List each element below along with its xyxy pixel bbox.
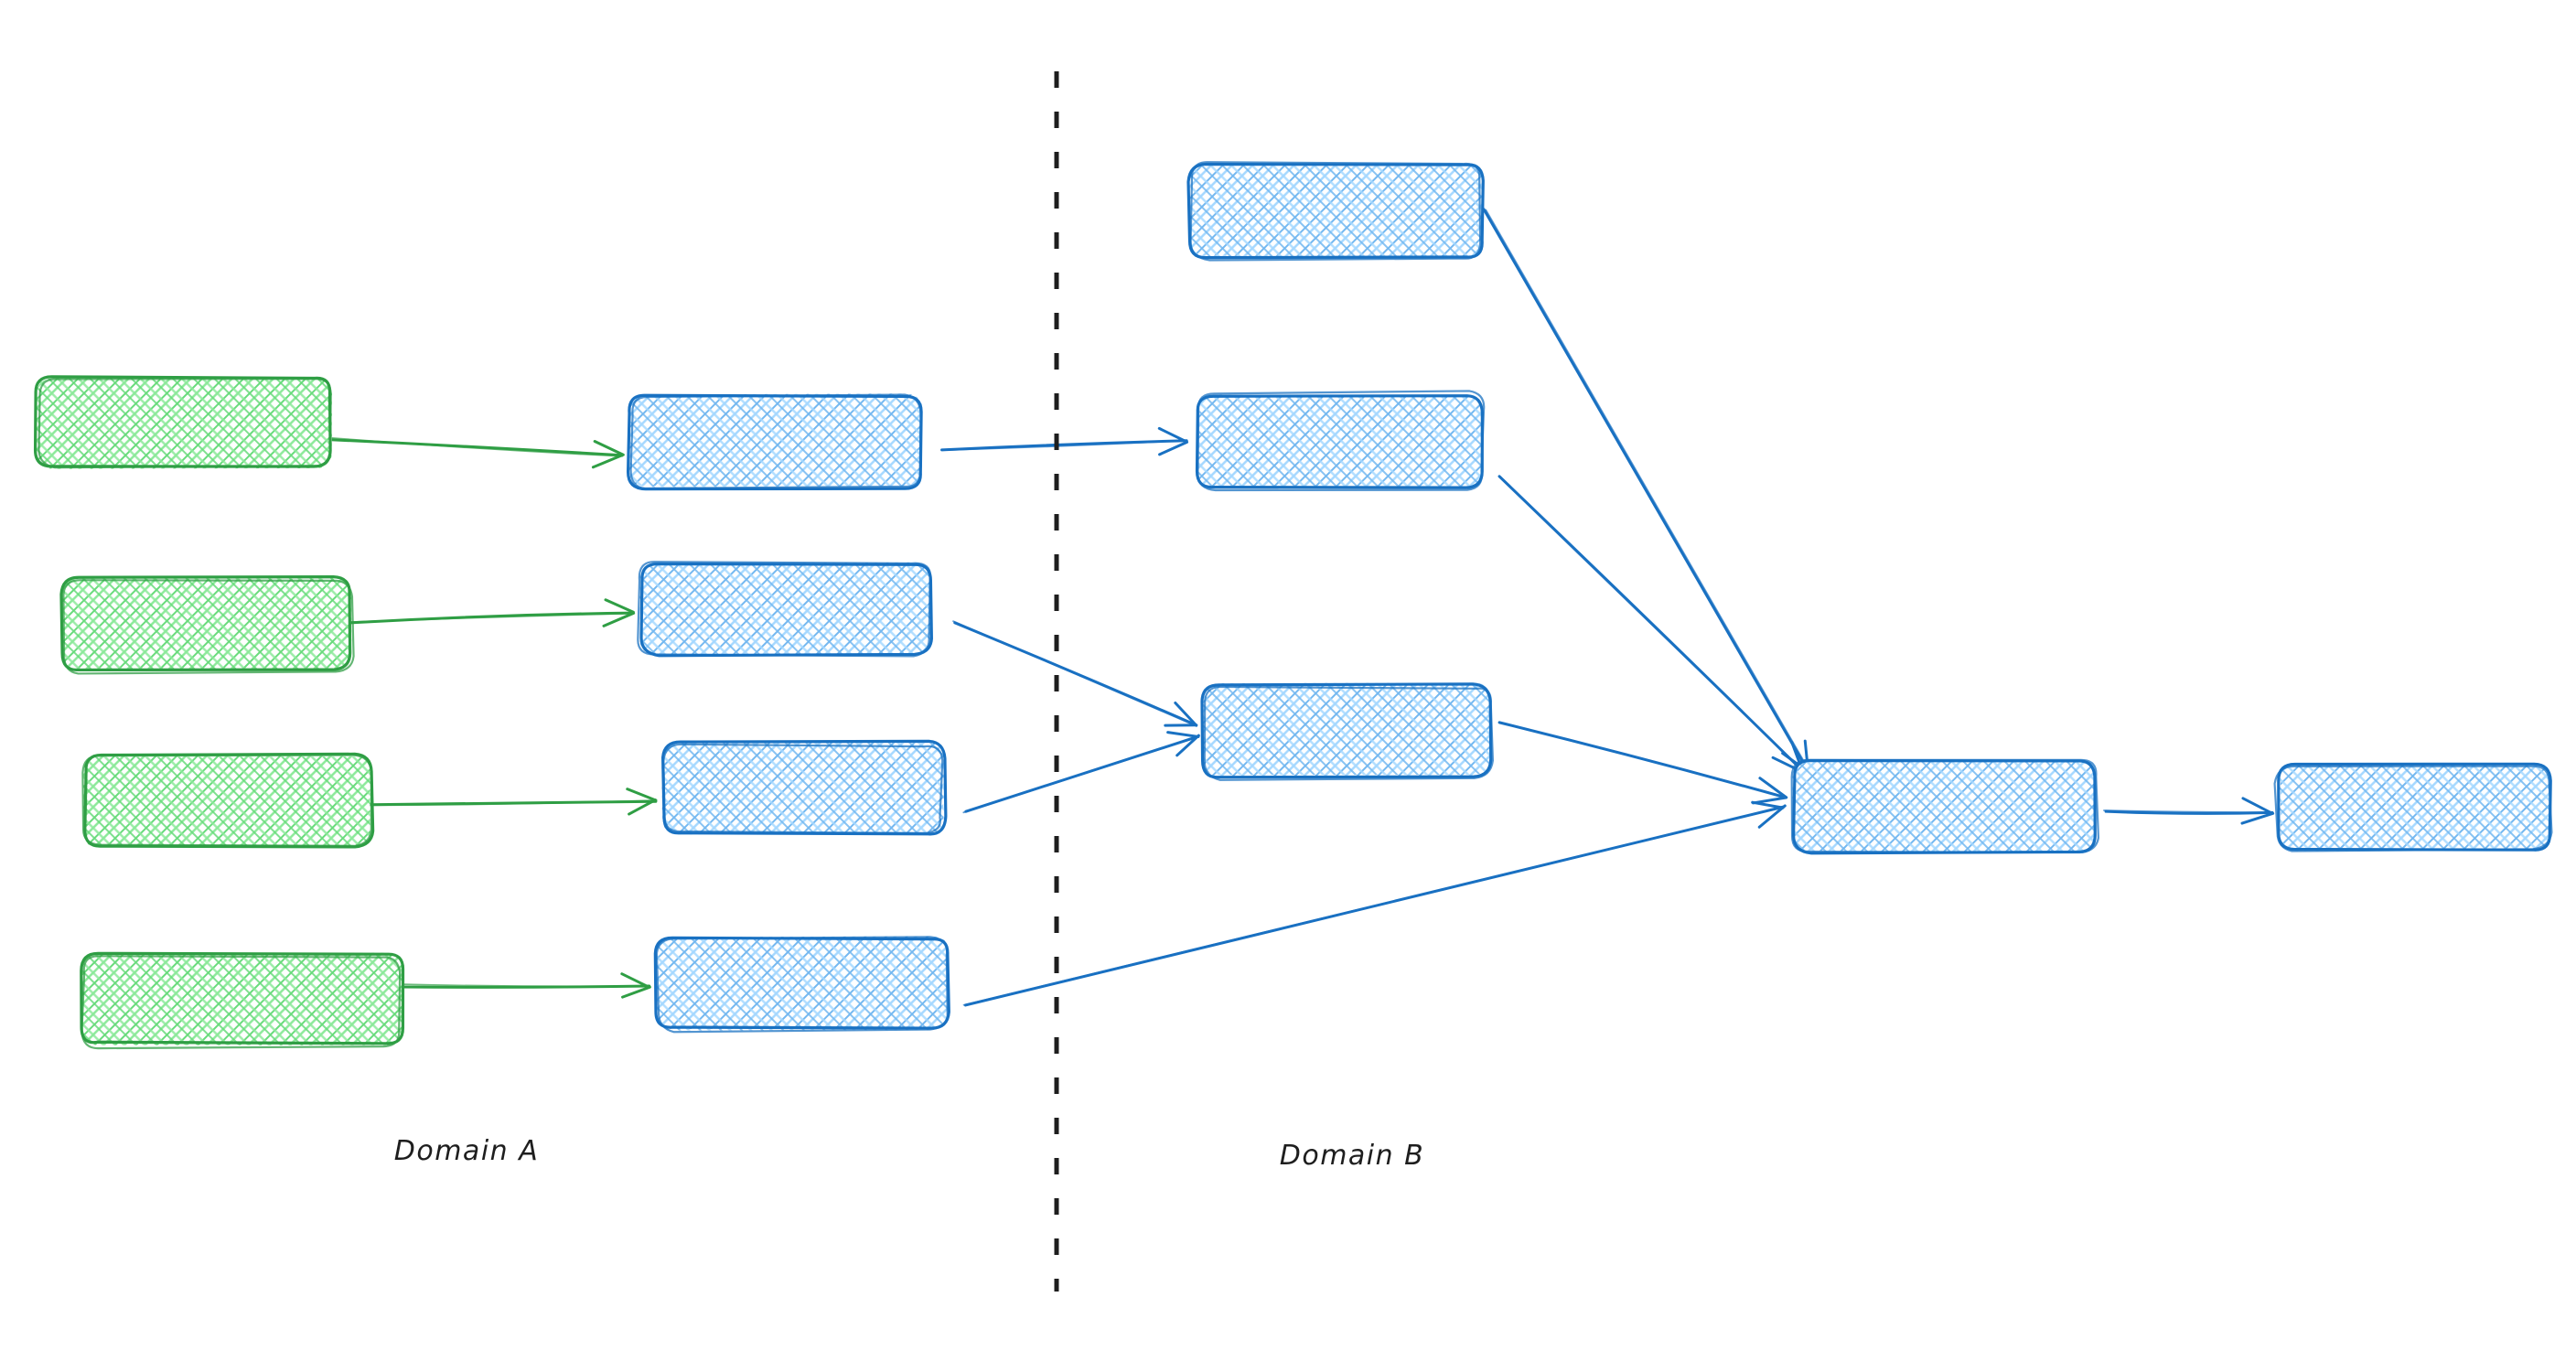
edge-arrowhead-upper	[2240, 811, 2275, 825]
edge-shaft	[2103, 809, 2274, 814]
edge-e4[interactable]	[400, 972, 651, 999]
edge-arrowhead-upper	[1158, 440, 1189, 456]
node-a-source-2[interactable]	[59, 575, 355, 675]
node-b-output[interactable]	[2273, 762, 2553, 852]
edge-e6[interactable]	[952, 620, 1198, 727]
edge-shaft	[348, 612, 635, 623]
domain-a-label: Domain A	[394, 1135, 539, 1167]
edge-arrowhead-upper	[591, 454, 623, 469]
edge-shaft	[952, 620, 1197, 727]
edge-arrowhead-upper	[1175, 734, 1200, 757]
edge-e5[interactable]	[940, 426, 1189, 456]
node-fill-hatch-b	[1792, 760, 2095, 852]
node-fill-hatch-b	[82, 756, 370, 848]
node-fill-hatch-b	[60, 577, 352, 670]
node-fill-hatch-b	[35, 377, 331, 468]
node-fill-hatch-b	[1198, 394, 1482, 488]
edge-e8[interactable]	[962, 800, 1787, 1007]
node-fill-hatch-b	[629, 394, 922, 488]
node-fill-hatch-b	[639, 563, 931, 656]
edge-shaft	[1498, 722, 1787, 799]
node-fill-hatch-b	[81, 953, 403, 1045]
node-a-proc-4[interactable]	[653, 936, 950, 1034]
edge-e11[interactable]	[1497, 721, 1788, 805]
node-fill-hatch-b	[2279, 764, 2550, 851]
edge-arrowhead-upper	[1757, 804, 1787, 829]
node-a-source-4[interactable]	[80, 951, 405, 1050]
node-outline	[1197, 390, 1486, 492]
node-outline	[1790, 758, 2100, 854]
node-outline	[1186, 162, 1485, 260]
edge-e12[interactable]	[2103, 797, 2275, 825]
edge-shaft	[962, 735, 1200, 814]
node-a-source-1[interactable]	[33, 375, 332, 469]
edge-arrowhead-lower	[2241, 797, 2273, 815]
edge-shaft	[328, 436, 624, 457]
domain-labels-layer: Domain A Domain B	[394, 1135, 1425, 1172]
node-fill-hatch-b	[663, 742, 944, 835]
edge-e3[interactable]	[368, 788, 658, 816]
node-fill-hatch-b	[1189, 165, 1484, 257]
node-outline	[81, 754, 373, 847]
node-fill-hatch-b	[1202, 682, 1491, 776]
edge-shaft	[1482, 208, 1811, 775]
edge-arrowhead-lower	[620, 972, 650, 989]
edge-arrowhead-lower	[1174, 701, 1198, 727]
node-b-aggregator[interactable]	[1790, 758, 2100, 855]
edge-shaft	[1485, 209, 1811, 774]
node-outline	[661, 739, 948, 836]
node-b-node-2[interactable]	[1195, 390, 1486, 492]
edge-arrowhead-upper	[1751, 796, 1787, 805]
edge-arrowhead-upper	[628, 799, 657, 816]
edge-shaft	[401, 983, 650, 988]
edge-shaft	[941, 439, 1188, 452]
node-outline	[80, 951, 405, 1045]
edge-arrowhead-lower	[1758, 777, 1788, 799]
node-outline	[1189, 161, 1482, 262]
node-outline	[662, 743, 944, 835]
domain-b-label: Domain B	[1280, 1140, 1425, 1172]
edge-arrowhead-lower	[1166, 731, 1200, 738]
edge-arrowhead-lower	[593, 440, 625, 456]
node-outline	[62, 579, 355, 675]
edge-shaft	[368, 799, 657, 807]
edge-e2[interactable]	[348, 598, 636, 627]
edge-shaft	[1498, 476, 1804, 772]
node-outline	[80, 955, 402, 1050]
node-a-proc-3[interactable]	[661, 739, 948, 836]
node-b-node-3[interactable]	[1200, 682, 1495, 781]
node-a-proc-1[interactable]	[626, 393, 923, 491]
node-a-source-3[interactable]	[81, 752, 375, 849]
edge-e7[interactable]	[962, 731, 1200, 814]
node-fill-hatch-b	[656, 938, 949, 1031]
edge-e1[interactable]	[328, 436, 625, 469]
edge-arrowhead-lower	[626, 788, 658, 802]
edge-arrowhead-upper	[602, 611, 636, 627]
node-b-node-1[interactable]	[1186, 161, 1485, 262]
node-outline	[655, 936, 949, 1034]
node-a-proc-2[interactable]	[637, 561, 933, 658]
edge-arrowhead-lower	[604, 598, 635, 614]
edge-arrowhead-upper	[621, 985, 651, 999]
node-outline	[637, 561, 931, 658]
nodes-layer	[33, 161, 2553, 1050]
node-outline	[2273, 765, 2553, 852]
node-outline	[629, 393, 922, 490]
node-outline	[38, 378, 332, 469]
edge-arrowhead-lower	[1157, 426, 1188, 444]
node-outline	[1203, 685, 1495, 781]
node-outline	[626, 393, 923, 491]
